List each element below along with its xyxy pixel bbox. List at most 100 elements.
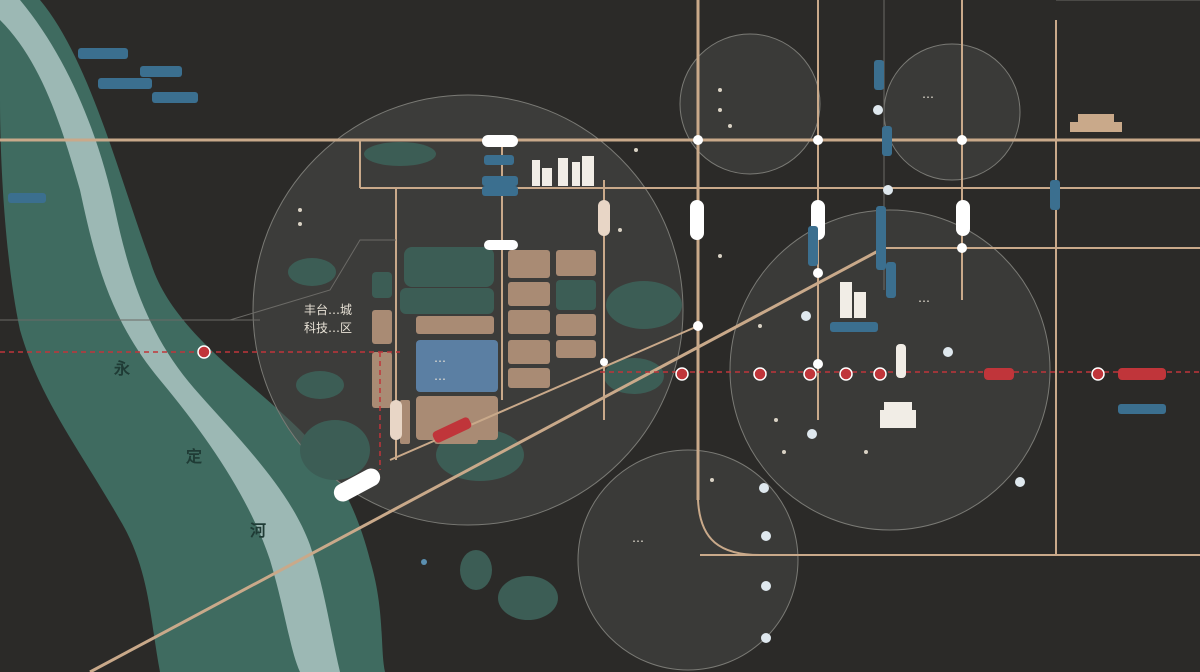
metro-tag[interactable] <box>808 226 818 266</box>
river-water <box>0 0 340 672</box>
metro-tag[interactable] <box>8 193 46 203</box>
metro-tag[interactable] <box>482 176 518 186</box>
metro-markers[interactable] <box>421 105 1025 643</box>
radius-circle-right <box>729 209 1051 531</box>
metro-tag[interactable] <box>484 155 514 165</box>
poi-pin-icon <box>618 228 622 232</box>
park-area <box>404 247 494 287</box>
river-label-1: 永 <box>113 359 130 378</box>
poi-pin-icon <box>728 124 732 128</box>
tower-building-icon <box>572 162 580 186</box>
lake-label-line2: … <box>434 369 446 383</box>
intersections <box>600 135 967 369</box>
park-area <box>364 142 436 166</box>
poi-pin-icon <box>782 450 786 454</box>
block <box>556 340 596 358</box>
road-shield[interactable] <box>331 465 384 504</box>
metro-marker-icon[interactable] <box>761 531 771 541</box>
metro-tag[interactable] <box>1050 180 1060 210</box>
park-area <box>604 358 664 394</box>
rail-station-icon[interactable] <box>675 367 689 381</box>
metro-tags[interactable] <box>8 48 1166 414</box>
park-area <box>372 272 392 298</box>
metro-marker-icon[interactable] <box>873 105 883 115</box>
metro-marker-icon[interactable] <box>759 483 769 493</box>
road-diagonal-main <box>89 248 881 672</box>
metro-marker-icon[interactable] <box>943 347 953 357</box>
poi-pin-icon <box>718 108 722 112</box>
rail-station-icon[interactable] <box>839 367 853 381</box>
tower-building-icon <box>896 344 906 378</box>
rail-station-icon[interactable] <box>197 345 211 359</box>
circle-label-top-right: … <box>922 87 934 101</box>
metro-marker-icon[interactable] <box>761 633 771 643</box>
lake-label-line1: … <box>434 351 446 365</box>
park-area <box>296 371 344 399</box>
tower-building-icon <box>532 160 540 186</box>
block <box>508 340 550 364</box>
block <box>372 310 392 344</box>
metro-tag[interactable] <box>140 66 182 77</box>
rail-station-icon[interactable] <box>873 367 887 381</box>
poi-pin-icon <box>718 88 722 92</box>
park-area <box>606 281 682 329</box>
metro-marker-icon[interactable] <box>421 559 427 565</box>
rail-station-tag[interactable] <box>984 368 1014 380</box>
road-shield[interactable] <box>482 135 518 147</box>
metro-tag[interactable] <box>482 186 518 196</box>
landmark-gate-icon <box>880 402 916 428</box>
poi-pin-icon <box>774 418 778 422</box>
tower-building-icon <box>582 156 594 186</box>
tower-buildings <box>532 156 906 378</box>
metro-marker-icon[interactable] <box>1015 477 1025 487</box>
district-label-line2: 科技…区 <box>304 321 352 335</box>
road-shield[interactable] <box>598 200 610 236</box>
metro-tag[interactable] <box>886 262 896 298</box>
poi-pin-icon <box>298 222 302 226</box>
river-label-2: 定 <box>185 447 202 466</box>
metro-marker-icon[interactable] <box>761 581 771 591</box>
rail-stations[interactable] <box>197 345 1166 444</box>
road-shield[interactable] <box>390 400 402 440</box>
metro-tag[interactable] <box>830 322 878 332</box>
rail-station-icon[interactable] <box>1091 367 1105 381</box>
block <box>416 316 494 334</box>
road-shield[interactable] <box>484 240 518 250</box>
metro-tag[interactable] <box>882 126 892 156</box>
block <box>556 314 596 336</box>
rail-station-icon[interactable] <box>803 367 817 381</box>
rail-station-icon[interactable] <box>753 367 767 381</box>
park-area <box>556 280 596 310</box>
temple-icon <box>1070 114 1122 132</box>
radius-circle-bottom <box>577 449 799 671</box>
block <box>372 352 392 408</box>
metro-tag[interactable] <box>78 48 128 59</box>
metro-marker-icon[interactable] <box>883 185 893 195</box>
rail-station-tag[interactable] <box>1118 368 1166 380</box>
metro-tag[interactable] <box>98 78 152 89</box>
metro-tag[interactable] <box>152 92 198 103</box>
tower-building-icon <box>558 158 568 186</box>
park-area <box>288 258 336 286</box>
park-area <box>498 576 558 620</box>
rail-station-tag[interactable] <box>431 416 472 444</box>
metro-tag[interactable] <box>1118 404 1166 414</box>
metro-tag[interactable] <box>876 206 886 270</box>
metro-marker-icon[interactable] <box>807 429 817 439</box>
block <box>400 400 410 444</box>
block <box>508 282 550 306</box>
district-label-line1: 丰台…城 <box>304 302 352 317</box>
road-shields[interactable] <box>331 135 970 505</box>
metro-tag[interactable] <box>874 60 884 90</box>
radius-circle-top <box>679 33 821 175</box>
block <box>508 310 550 334</box>
park-area <box>400 288 494 314</box>
poi-pin-icon <box>298 208 302 212</box>
road-shield[interactable] <box>956 200 970 236</box>
planning-blocks <box>372 250 596 444</box>
parks <box>288 142 682 620</box>
road-shield[interactable] <box>690 200 704 240</box>
metro-marker-icon[interactable] <box>801 311 811 321</box>
tower-building-icon <box>542 168 552 186</box>
